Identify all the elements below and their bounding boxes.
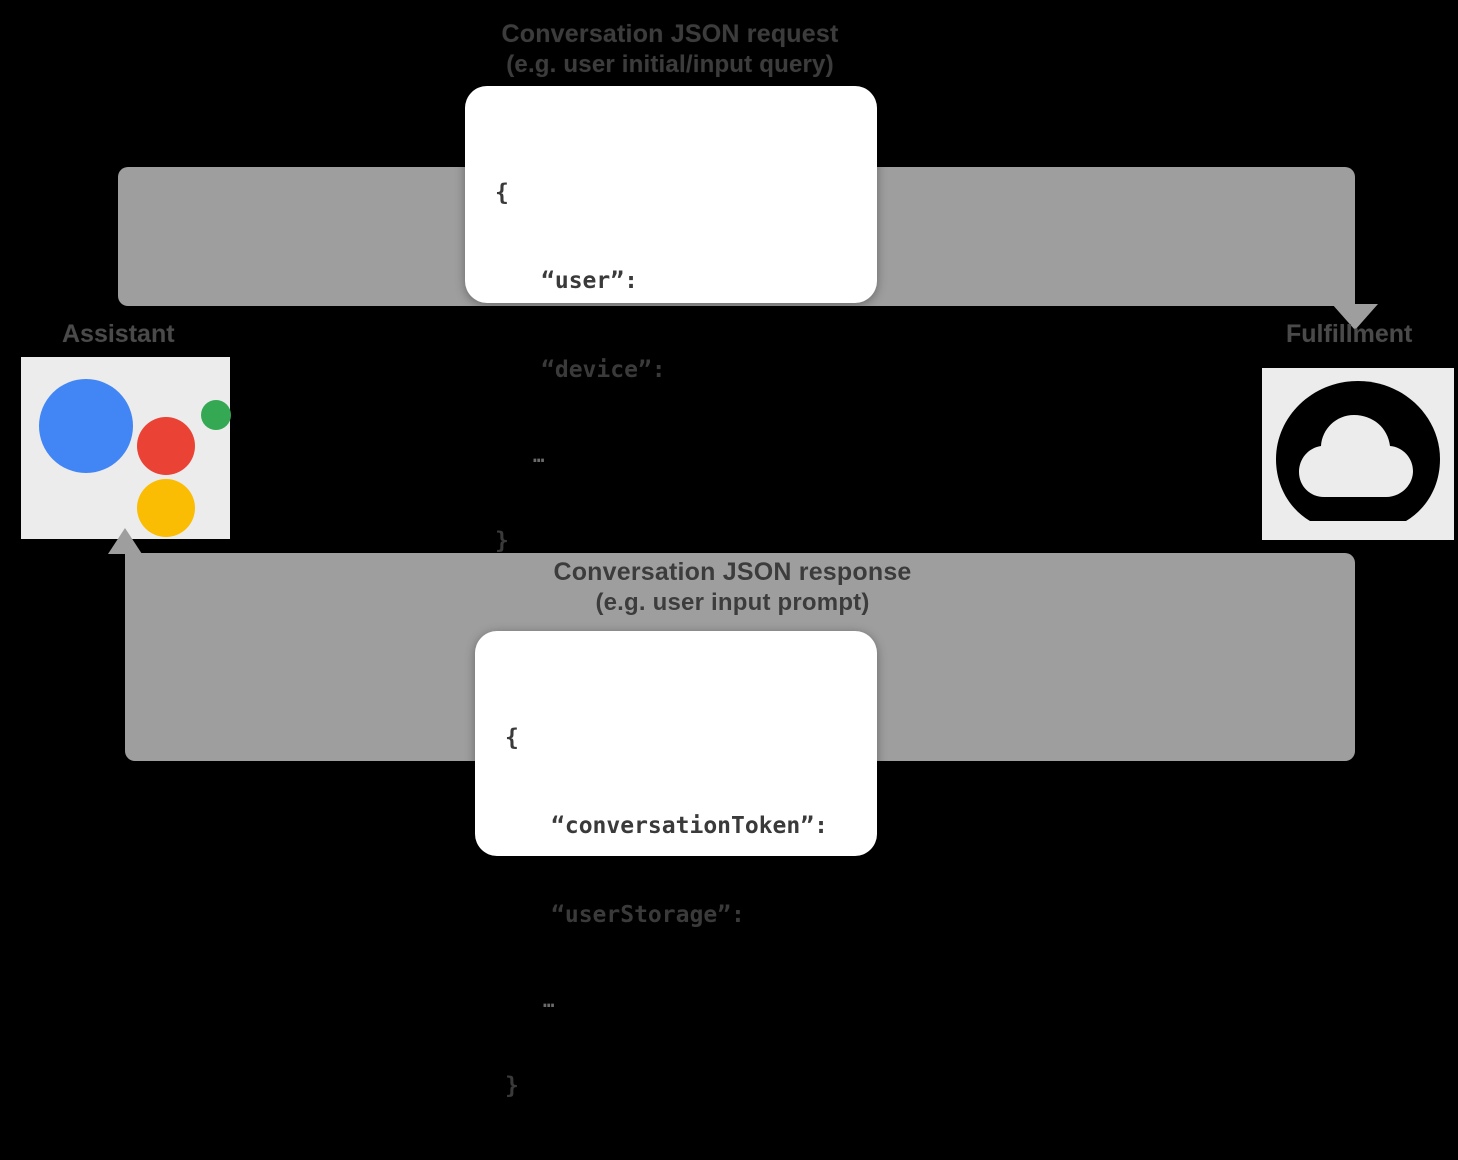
fulfillment-node[interactable] bbox=[1262, 368, 1454, 540]
request-json-key-device: “device”: bbox=[541, 356, 666, 383]
request-json-card: { “user”: “device”: … } bbox=[465, 86, 877, 554]
google-assistant-icon-green-dot bbox=[201, 400, 231, 430]
response-caption-subtitle: (e.g. user input prompt) bbox=[595, 589, 870, 616]
response-json-key-conversation-token: “conversationToken”: bbox=[551, 813, 828, 840]
request-arrowhead-icon bbox=[1332, 304, 1378, 330]
response-json-key-user-storage: “userStorage”: bbox=[551, 901, 745, 928]
response-json-card: { “conversationToken”: “userStorage”: … … bbox=[475, 631, 877, 1099]
google-assistant-icon-blue-dot bbox=[39, 379, 133, 473]
response-json-ellipsis: … bbox=[543, 989, 555, 1012]
response-caption-title: Conversation JSON response bbox=[553, 558, 912, 586]
response-caption: Conversation JSON response (e.g. user in… bbox=[110, 556, 1355, 619]
assistant-node[interactable] bbox=[21, 357, 231, 539]
request-caption-title: Conversation JSON request bbox=[501, 20, 839, 48]
cloud-icon bbox=[1276, 381, 1440, 521]
request-json-key-user: “user”: bbox=[541, 268, 638, 295]
response-json-close-brace: } bbox=[505, 1073, 519, 1099]
google-assistant-icon-yellow-dot bbox=[137, 479, 195, 537]
response-arrowhead-icon bbox=[108, 528, 142, 554]
request-json-close-brace: } bbox=[495, 528, 509, 554]
diagram-canvas: Conversation JSON request (e.g. user ini… bbox=[0, 18, 1454, 1099]
fulfillment-label: Fulfillment bbox=[1286, 320, 1413, 348]
assistant-label: Assistant bbox=[62, 320, 175, 348]
request-caption: Conversation JSON request (e.g. user ini… bbox=[0, 18, 1340, 81]
request-caption-subtitle: (e.g. user initial/input query) bbox=[506, 51, 834, 78]
request-json-open-brace: { bbox=[495, 179, 509, 206]
response-json-open-brace: { bbox=[505, 724, 519, 751]
google-assistant-icon-red-dot bbox=[137, 417, 195, 475]
request-json-ellipsis: … bbox=[533, 444, 545, 467]
